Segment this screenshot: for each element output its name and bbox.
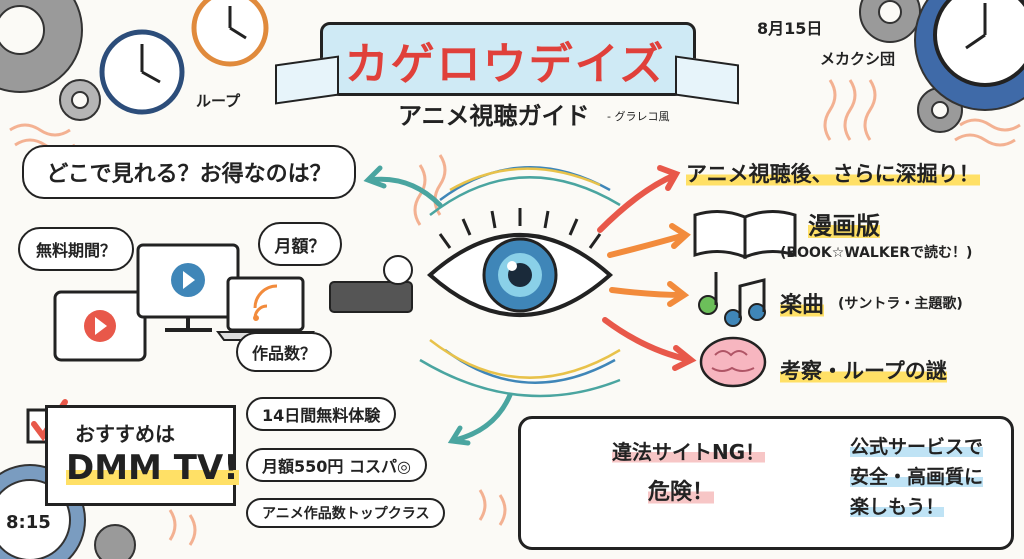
brain-icon [699, 336, 767, 388]
manga-note: (BOOK☆WALKERで読む！) [780, 245, 973, 261]
title-banner [320, 22, 696, 96]
arrow-to-where [363, 165, 443, 208]
arrow-to-manga [607, 223, 691, 258]
free-trial-bubble: 無料期間？ [18, 227, 134, 271]
clock-icon [99, 29, 185, 115]
where-to-watch-question: どこで見れる？お得なのは？ [46, 162, 332, 187]
book-icon [693, 210, 797, 260]
recommend-point-3: アニメ作品数トップクラス [246, 498, 446, 528]
titles-count-question: 作品数？ [251, 344, 316, 363]
arrow-to-music [609, 281, 690, 307]
set-top-box-icon [329, 255, 413, 313]
swirl-lines-decor [419, 166, 621, 398]
free-trial-question: 無料期間？ [35, 241, 116, 260]
gear-icon [59, 79, 101, 121]
arrow-to-heading [597, 165, 681, 233]
official-line2: 安全・高画質に [850, 462, 984, 489]
heat-wave-decor [9, 79, 1021, 546]
clock-icon [191, 0, 269, 67]
arrow-to-theory [602, 317, 697, 371]
group-note: メカクシ団 [820, 50, 896, 68]
tablet-icon [53, 290, 147, 362]
gear-icon [0, 0, 83, 93]
clock-icon [933, 0, 1024, 87]
music-label: 楽曲 [780, 287, 825, 319]
manga-label: 漫画版 [808, 206, 880, 241]
after-watching-heading: アニメ視聴後、さらに深掘り！ [686, 158, 980, 188]
recommend-point-1: 14日間無料体験 [246, 397, 397, 431]
loop-note: ループ [196, 92, 241, 110]
titles-count-bubble: 作品数？ [236, 332, 332, 372]
gear-icon [859, 0, 921, 43]
music-note: (サントラ・主題歌) [838, 296, 963, 312]
page-subtitle: アニメ視聴ガイド [398, 102, 590, 130]
monthly-fee-bubble: 月額？ [258, 222, 342, 266]
official-line3: 楽しもう！ [850, 492, 945, 519]
page-title: カゲロウデイズ [344, 39, 666, 90]
time-note: 8:15 [6, 512, 51, 533]
illegal-warning-line2: 危険！ [648, 474, 715, 506]
monthly-fee-question: 月額？ [274, 236, 326, 257]
music-note-icon [698, 272, 766, 327]
illegal-warning-line1: 違法サイトNG！ [612, 436, 766, 465]
recommend-point-2: 月額550円 コスパ◎ [246, 448, 427, 482]
official-line1: 公式サービスで [850, 432, 984, 459]
recommendation-line1: おすすめは [75, 422, 175, 446]
theory-label: 考察・ループの謎 [780, 355, 947, 385]
monitor-icon [136, 243, 240, 332]
recommendation-service: DMM TV! [66, 448, 239, 488]
gear-icon [94, 524, 136, 559]
where-to-watch-bubble: どこで見れる？お得なのは？ [22, 145, 356, 199]
page-subtitle-note: - グラレコ風 [607, 110, 670, 123]
date-note: 8月15日 [757, 19, 823, 38]
eye-icon [426, 208, 614, 317]
arrow-to-recommend [447, 392, 513, 446]
laptop-icon [216, 276, 315, 341]
